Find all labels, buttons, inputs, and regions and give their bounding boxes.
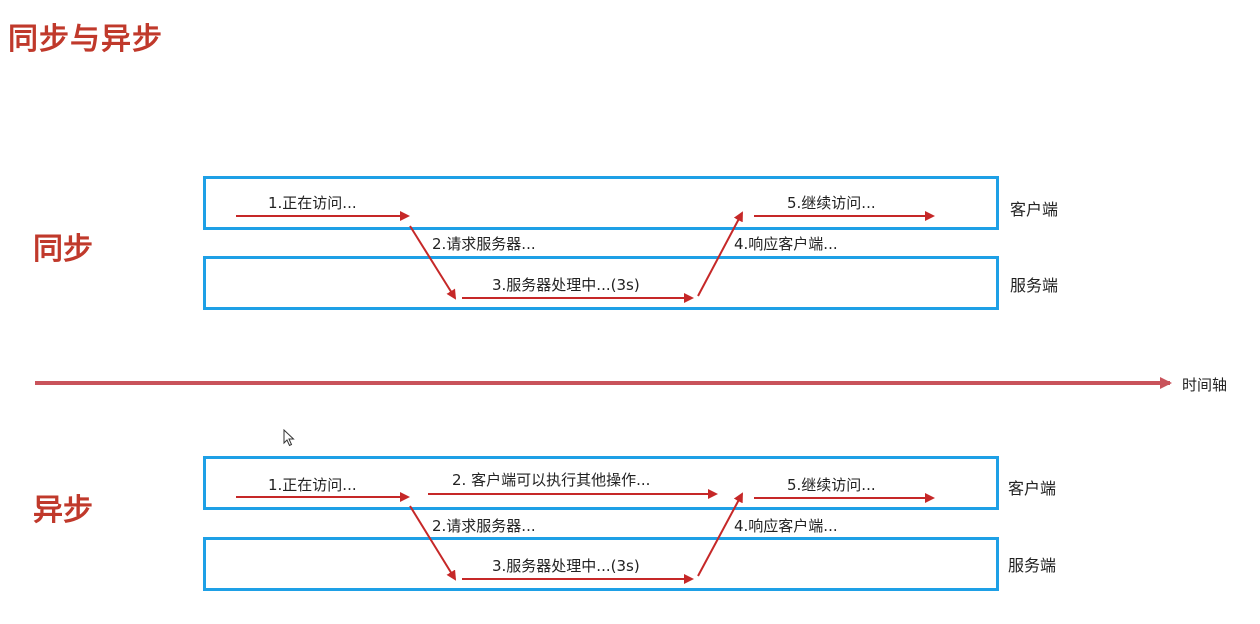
async-step4-label: 4.响应客户端... [734,517,838,535]
async-client-lane-label: 客户端 [1008,479,1057,498]
sync-step5-label: 5.继续访问... [787,194,876,212]
async-server-lane-label: 服务端 [1008,556,1057,575]
async-arrow-step2 [409,505,457,581]
sync-section-title: 同步 [33,232,93,267]
sync-step3-label: 3.服务器处理中...(3s) [492,276,640,294]
page-title: 同步与异步 [8,22,163,57]
async-server-lane [203,537,999,591]
mouse-cursor-icon [283,429,295,447]
sync-server-lane-label: 服务端 [1010,276,1059,295]
async-step1-label: 1.正在访问... [268,476,357,494]
timeline-label: 时间轴 [1182,376,1228,394]
async-section-title: 异步 [33,493,93,528]
async-step2-label: 2.请求服务器... [432,517,536,535]
sync-step1-label: 1.正在访问... [268,194,357,212]
sync-arrow-step2 [409,225,457,300]
sync-client-lane-label: 客户端 [1010,200,1059,219]
async-step5-label: 5.继续访问... [787,476,876,494]
async-step3-label: 3.服务器处理中...(3s) [492,557,640,575]
sync-step2-label: 2.请求服务器... [432,235,536,253]
async-arrow-step4 [697,492,743,577]
sync-step4-label: 4.响应客户端... [734,235,838,253]
async-step2-client-label: 2. 客户端可以执行其他操作... [452,471,651,489]
async-client-lane [203,456,999,510]
sync-arrow-step4 [697,211,743,297]
sync-server-lane [203,256,999,310]
sync-client-lane [203,176,999,230]
